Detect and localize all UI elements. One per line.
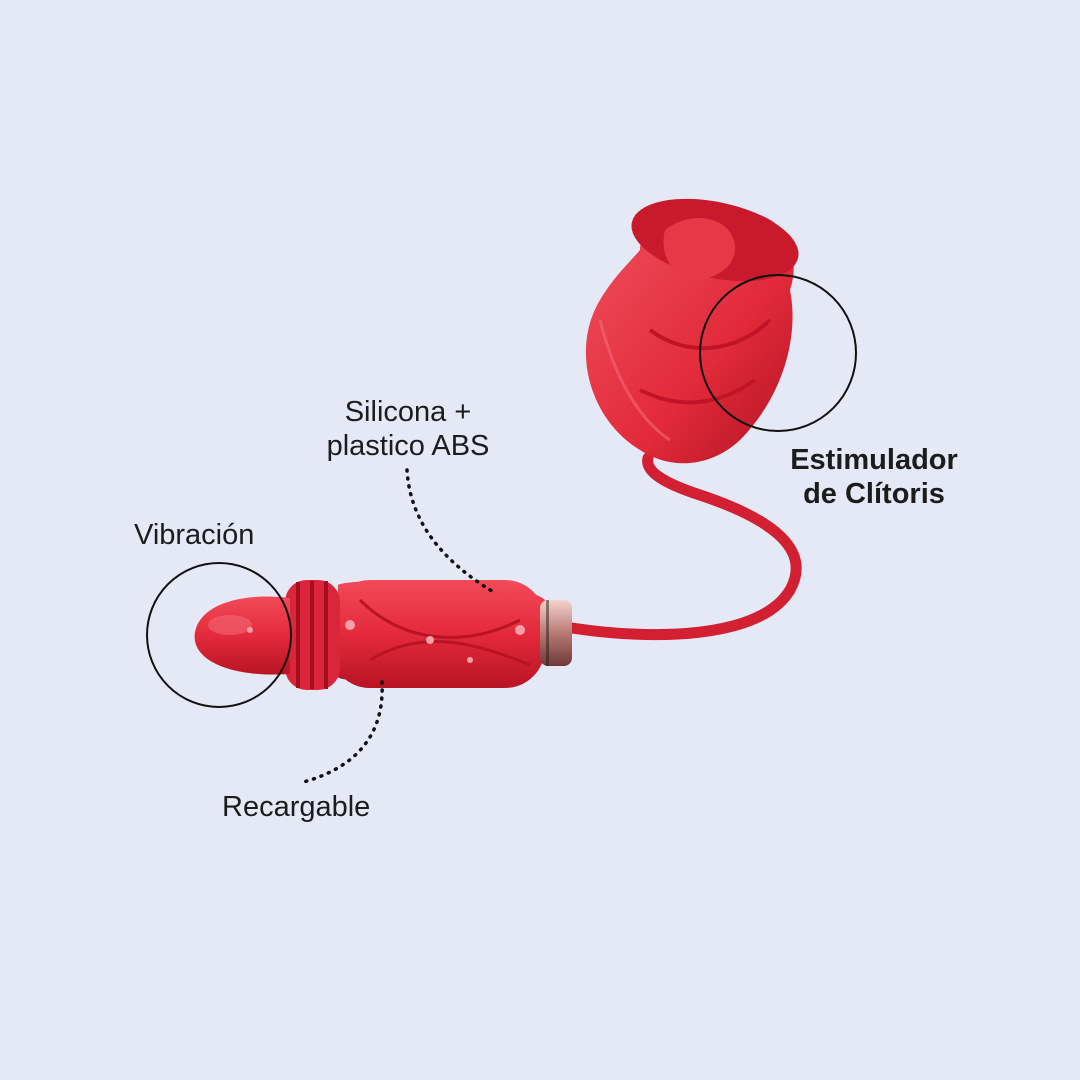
- clitoral-callout-circle: [699, 274, 857, 432]
- material-label-line1: Silicona +: [344, 396, 472, 428]
- rechargeable-label: Recargable: [222, 791, 371, 823]
- connecting-cable: [566, 452, 802, 641]
- rose-stimulator-head: [585, 198, 799, 464]
- material-label-line2: plastico ABS: [326, 430, 490, 462]
- recargable-leader-line: [298, 680, 384, 785]
- material-label: Silicona + plastico ABS: [316, 395, 500, 463]
- silicona-leader-line: [405, 468, 497, 595]
- clitoral-label-line1: Estimulador: [790, 444, 958, 476]
- clitoral-label-line2: de Clítoris: [803, 478, 945, 510]
- vibration-callout-circle: [146, 562, 292, 708]
- vibration-label: Vibración: [134, 519, 255, 551]
- clitoral-stimulator-label: Estimulador de Clítoris: [780, 443, 968, 511]
- vibrator-body: [194, 580, 572, 690]
